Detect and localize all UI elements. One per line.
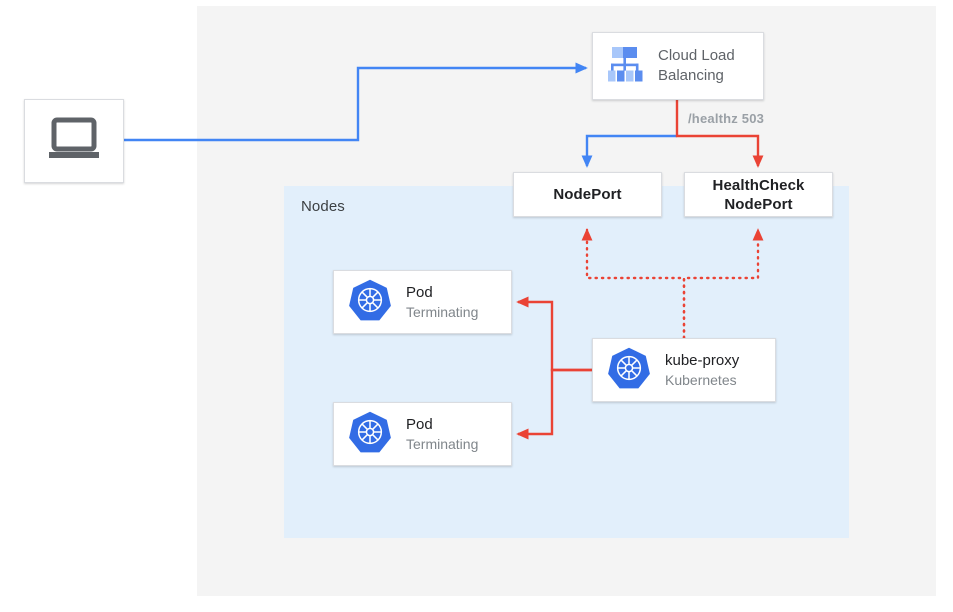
cloud-load-balancing-node[interactable]: Cloud Load Balancing	[592, 32, 764, 100]
kubernetes-icon	[348, 410, 392, 459]
pod-2-text: Pod Terminating	[406, 415, 478, 454]
pod-2-status: Terminating	[406, 435, 479, 452]
healthcheck-nodeport-line2: NodePort	[724, 195, 793, 213]
nodes-region-label: Nodes	[301, 198, 345, 215]
healthcheck-nodeport-node[interactable]: HealthCheck NodePort	[684, 172, 833, 217]
pod-2-title: Pod	[406, 415, 433, 433]
load-balancer-icon	[604, 44, 646, 89]
pod-node-2[interactable]: Pod Terminating	[333, 402, 512, 466]
kubernetes-icon	[607, 346, 651, 395]
healthcheck-nodeport-label: HealthCheck NodePort	[713, 176, 805, 214]
laptop-icon	[48, 117, 100, 166]
kube-proxy-subtitle: Kubernetes	[665, 371, 737, 388]
pod-1-text: Pod Terminating	[406, 283, 478, 322]
pod-1-status: Terminating	[406, 303, 479, 320]
kube-proxy-node[interactable]: kube-proxy Kubernetes	[592, 338, 776, 402]
client-node[interactable]	[24, 99, 124, 183]
kubernetes-icon	[348, 278, 392, 327]
cloud-load-balancing-title-line1: Cloud Load	[658, 47, 735, 64]
nodeport-label: NodePort	[553, 186, 622, 203]
kube-proxy-text: kube-proxy Kubernetes	[665, 351, 739, 390]
cloud-load-balancing-label: Cloud Load Balancing	[658, 46, 735, 86]
pod-1-title: Pod	[406, 283, 433, 301]
healthcheck-nodeport-line1: HealthCheck	[712, 176, 805, 194]
kube-proxy-title: kube-proxy	[665, 351, 740, 369]
nodeport-node[interactable]: NodePort	[513, 172, 662, 217]
healthz-edge-label: /healthz 503	[688, 111, 765, 126]
pod-node-1[interactable]: Pod Terminating	[333, 270, 512, 334]
cloud-load-balancing-title-line2: Balancing	[658, 67, 724, 84]
